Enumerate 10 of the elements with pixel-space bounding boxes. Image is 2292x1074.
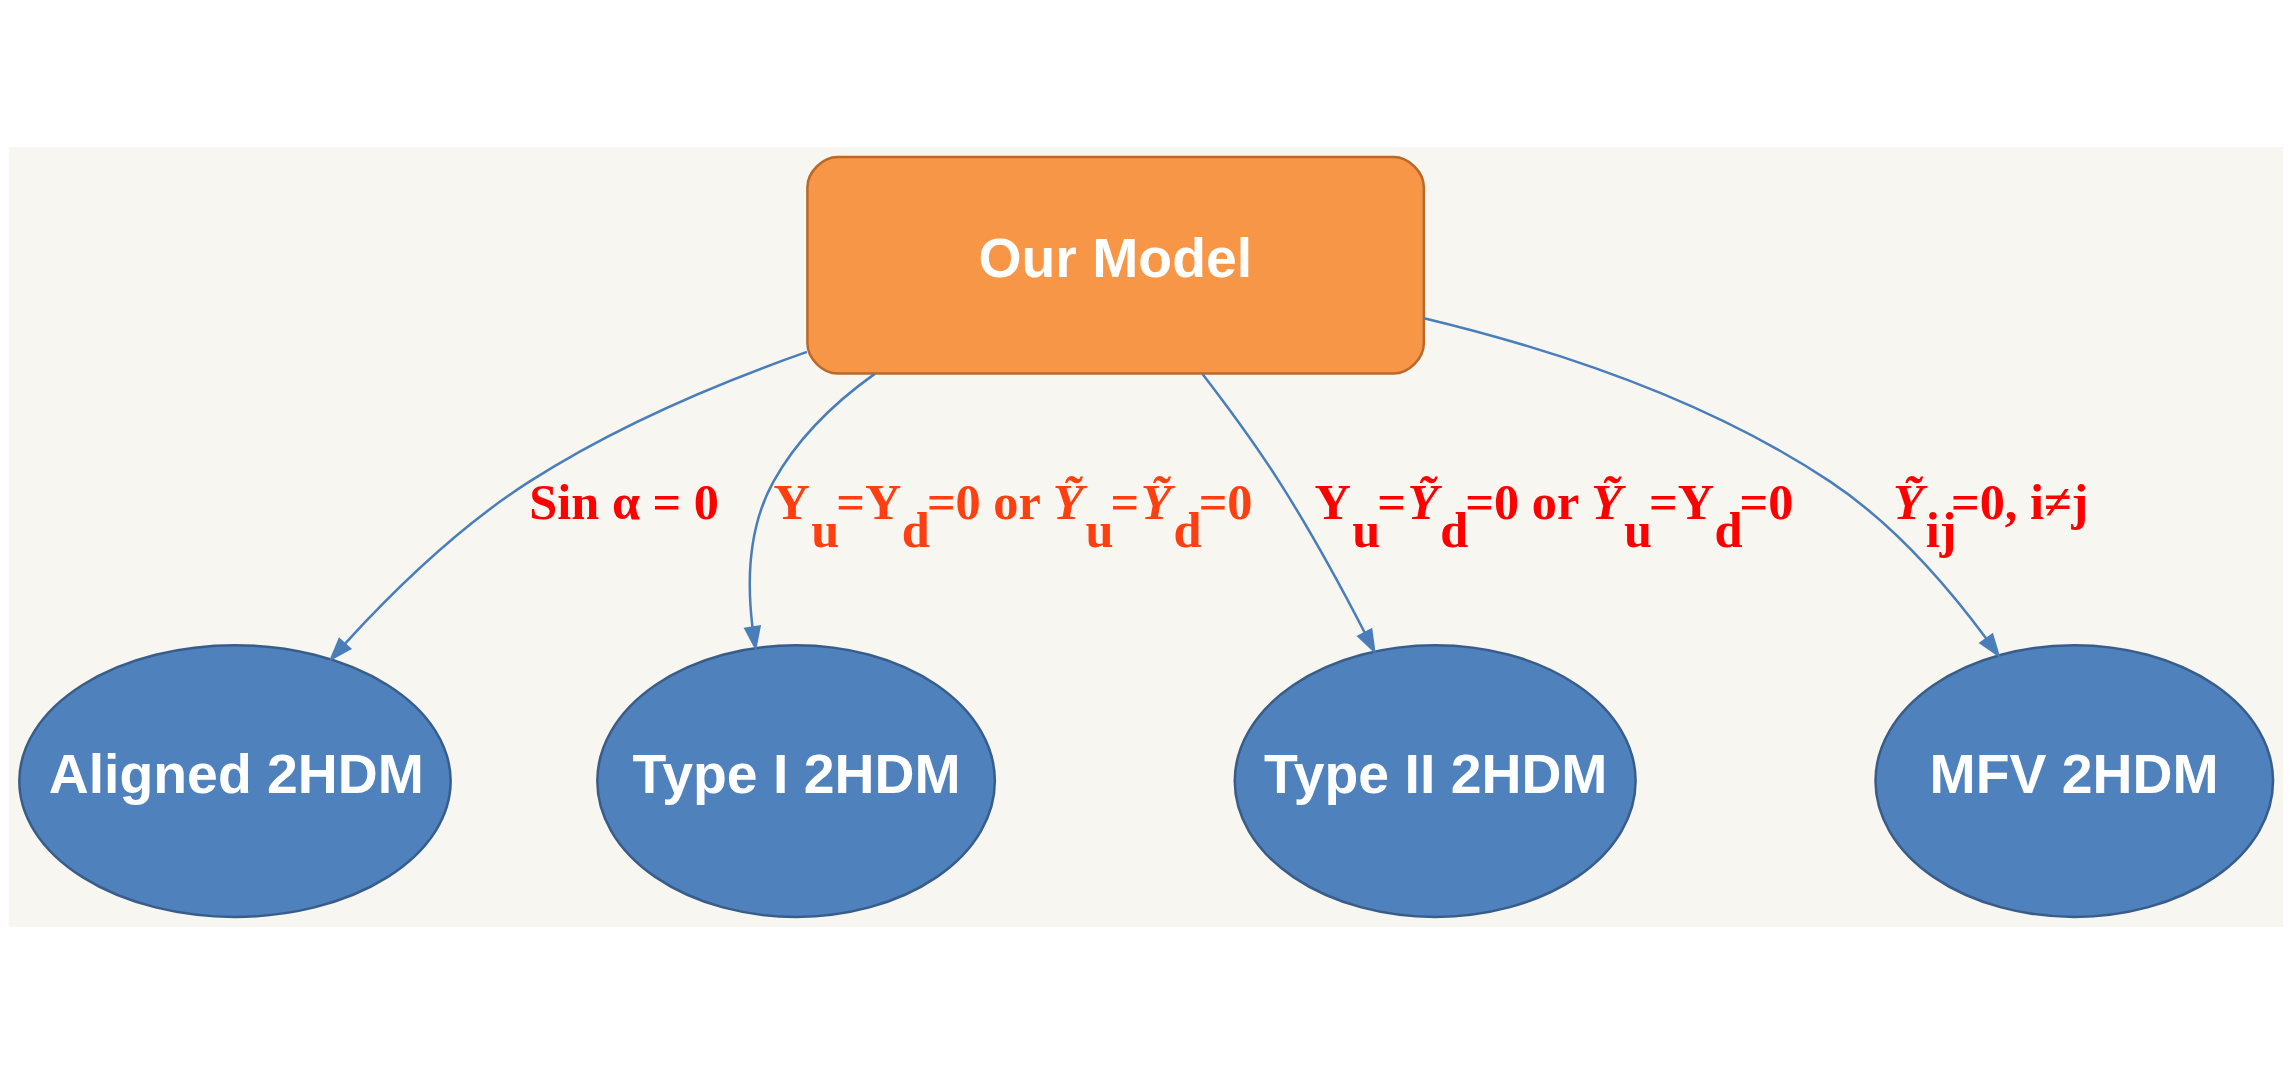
- arrow: [1423, 317, 2001, 659]
- node-ellipse: Type I 2HDM: [596, 643, 997, 919]
- arrow: [743, 372, 876, 652]
- node-ellipse: Aligned 2HDM: [18, 643, 452, 919]
- arrow: [1201, 373, 1376, 655]
- node-box: Our Model: [806, 155, 1426, 375]
- edge-label: Sin α = 0: [529, 474, 719, 531]
- node-ellipse: MFV 2HDM: [1874, 643, 2275, 919]
- arrow: [328, 350, 808, 662]
- node-ellipse: Type II 2HDM: [1233, 643, 1637, 919]
